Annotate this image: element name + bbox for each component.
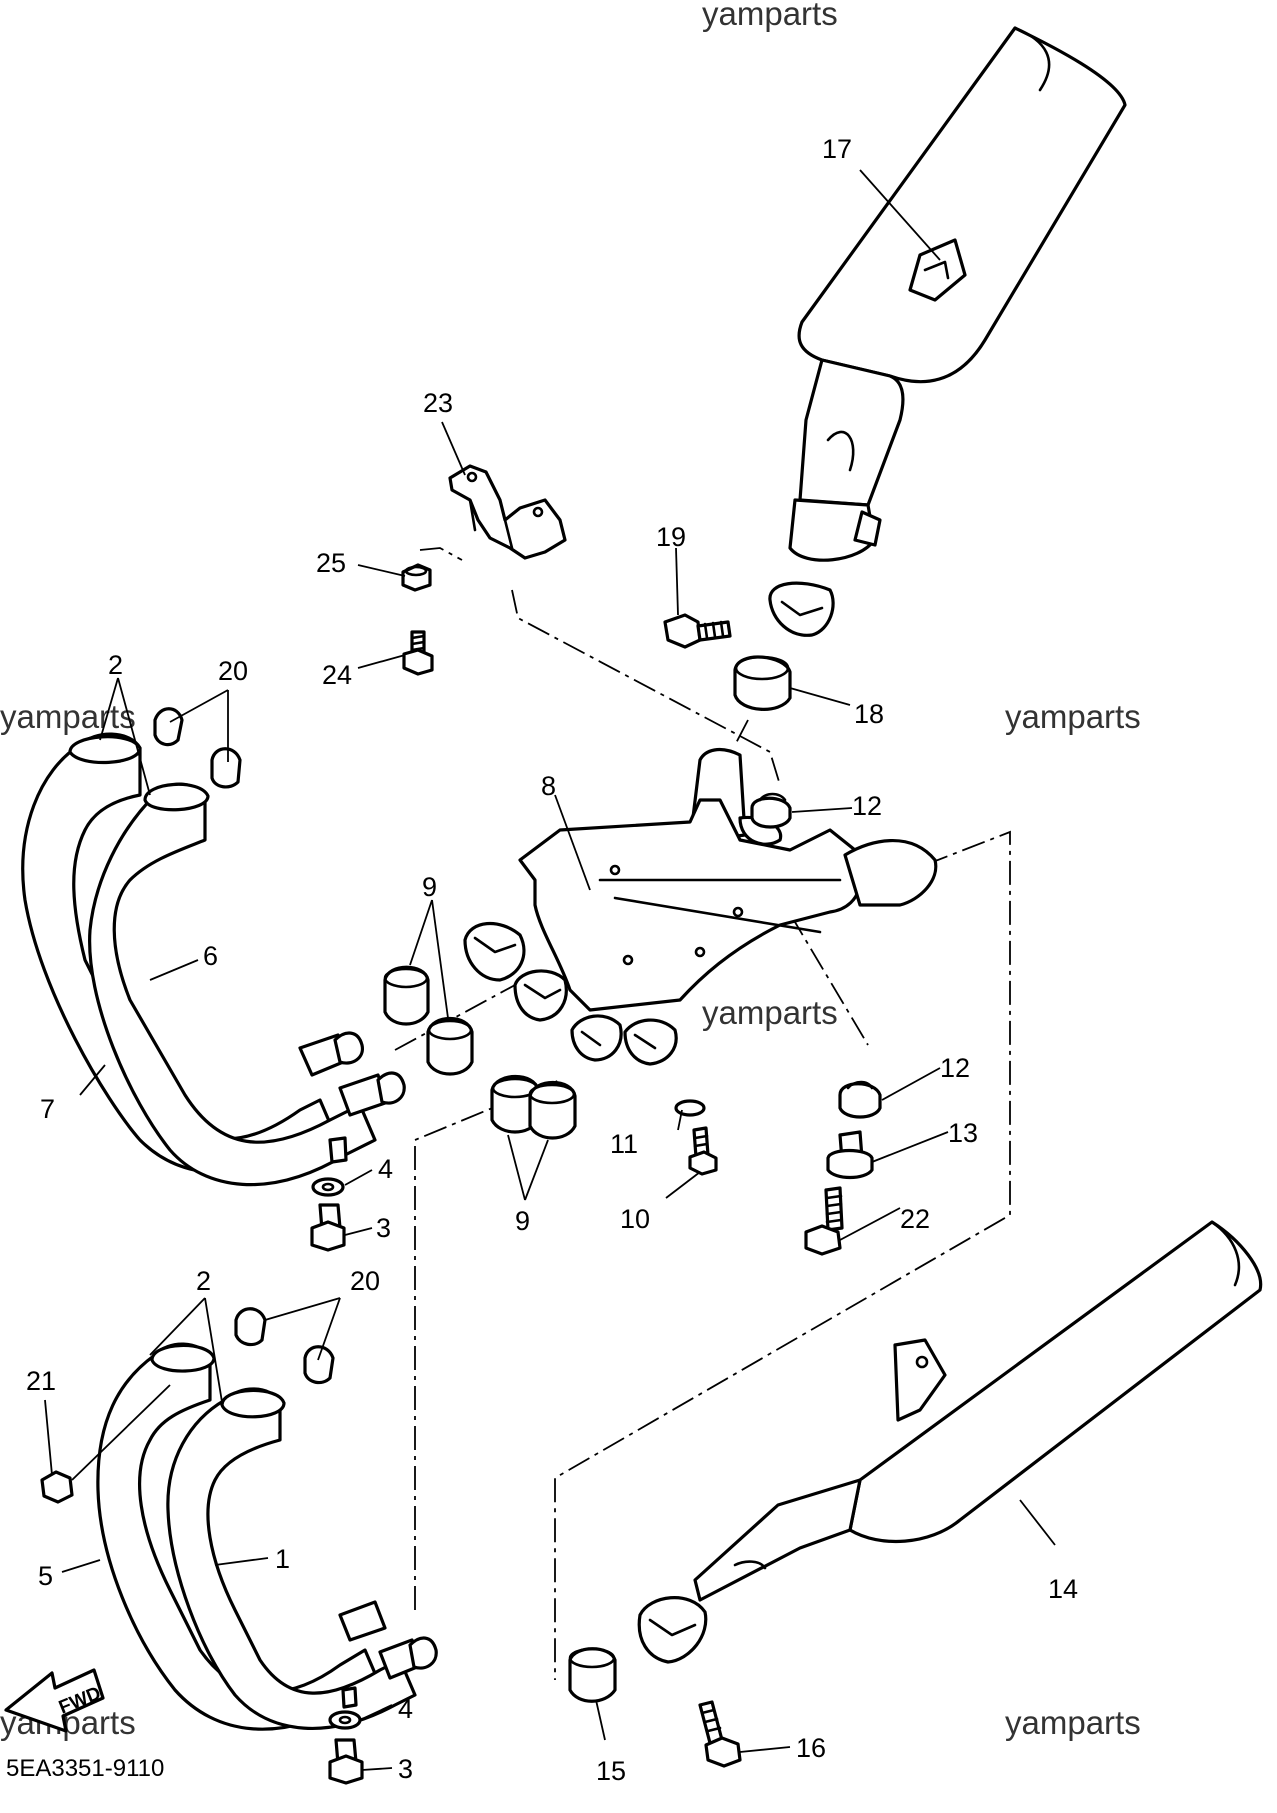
gasket-20-upper-b[interactable] <box>210 747 242 789</box>
exhaust-pipe-7[interactable] <box>21 732 365 1175</box>
gasket-15[interactable] <box>568 1647 617 1703</box>
watermark-top: yamparts <box>702 0 838 32</box>
bolt-10[interactable] <box>688 1126 718 1176</box>
label-12-lower: 12 <box>940 1053 970 1083</box>
label-8: 8 <box>541 771 556 801</box>
label-9-upper: 9 <box>422 872 437 902</box>
label-12-upper: 12 <box>852 791 882 821</box>
label-18: 18 <box>854 699 884 729</box>
label-6: 6 <box>203 941 218 971</box>
muffler-lower[interactable] <box>637 1220 1263 1664</box>
label-13: 13 <box>948 1118 978 1148</box>
label-17: 17 <box>822 134 852 164</box>
label-1: 1 <box>275 1544 290 1574</box>
collar-13[interactable] <box>826 1130 874 1180</box>
label-14: 14 <box>1048 1574 1078 1604</box>
leader-lines <box>44 169 1056 1771</box>
label-22: 22 <box>900 1204 930 1234</box>
label-20-upper: 20 <box>218 656 248 686</box>
watermark-center: yamparts <box>702 994 838 1031</box>
label-23: 23 <box>423 388 453 418</box>
watermark-left: yamparts <box>0 698 136 735</box>
label-24: 24 <box>322 660 352 690</box>
label-3-lower: 3 <box>398 1754 413 1784</box>
damper-12-upper[interactable] <box>750 792 792 829</box>
bolt-19[interactable] <box>663 613 732 649</box>
label-16: 16 <box>796 1733 826 1763</box>
gasket-9b[interactable] <box>426 1017 474 1076</box>
muffler-upper[interactable] <box>768 26 1127 637</box>
bolt-3-upper[interactable] <box>310 1203 346 1252</box>
exhaust-pipe-6[interactable] <box>88 782 406 1187</box>
label-9-lower: 9 <box>515 1206 530 1236</box>
label-5: 5 <box>38 1561 53 1591</box>
gasket-20-lower-b[interactable] <box>303 1345 335 1385</box>
diagram-code: 5EA3351-9110 <box>6 1755 164 1782</box>
exhaust-pipe-1[interactable] <box>166 1387 438 1730</box>
label-4-upper: 4 <box>378 1154 393 1184</box>
gasket-20-lower-a[interactable] <box>234 1307 267 1347</box>
label-2-lower: 2 <box>196 1266 211 1296</box>
label-7: 7 <box>40 1094 55 1124</box>
label-19: 19 <box>656 522 686 552</box>
damper-12-lower[interactable] <box>838 1080 882 1119</box>
gasket-9d[interactable] <box>528 1081 577 1140</box>
gasket-20-upper-a[interactable] <box>153 707 184 747</box>
label-25: 25 <box>316 548 346 578</box>
label-4-lower: 4 <box>398 1694 413 1724</box>
bolt-3-lower[interactable] <box>328 1738 364 1785</box>
bolt-16[interactable] <box>698 1700 742 1768</box>
washer-4-upper[interactable] <box>311 1177 345 1197</box>
gasket-9a[interactable] <box>383 965 430 1026</box>
bolt-24[interactable] <box>402 630 434 676</box>
label-2-upper: 2 <box>108 650 123 680</box>
label-20-lower: 20 <box>350 1266 380 1296</box>
washer-11[interactable] <box>674 1099 706 1117</box>
bolt-22[interactable] <box>804 1186 844 1256</box>
collector-8[interactable] <box>463 747 938 1066</box>
bracket-23[interactable] <box>448 464 567 560</box>
nut-25[interactable] <box>401 563 432 592</box>
label-15: 15 <box>596 1756 626 1786</box>
watermark-right: yamparts <box>1005 698 1141 735</box>
nut-21[interactable] <box>40 1470 74 1504</box>
label-10: 10 <box>620 1204 650 1234</box>
part-number-labels: 17 23 25 19 24 18 2 20 12 8 9 6 7 12 13 … <box>26 134 1078 1786</box>
label-21: 21 <box>26 1366 56 1396</box>
exhaust-pipe-5[interactable] <box>96 1342 387 1731</box>
washer-4-lower[interactable] <box>328 1710 362 1730</box>
watermark-bottom-right: yamparts <box>1005 1704 1141 1741</box>
label-3-upper: 3 <box>376 1213 391 1243</box>
label-11: 11 <box>610 1129 638 1159</box>
gasket-18[interactable] <box>733 655 792 711</box>
